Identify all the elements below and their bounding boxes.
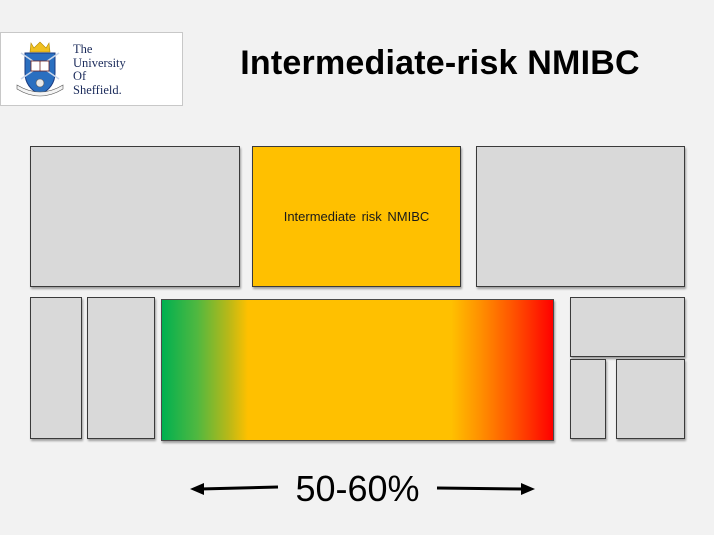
range-indicator: 50-60%: [190, 465, 535, 513]
university-name: The University Of Sheffield.: [73, 42, 126, 97]
logo-line-4: Sheffield.: [73, 82, 122, 97]
top-right-box: [476, 146, 685, 287]
bottom-left-narrow-box: [30, 297, 82, 439]
bottom-right-top-box: [570, 297, 685, 357]
logo-line-3: Of: [73, 69, 87, 83]
bottom-right-box: [616, 359, 685, 439]
risk-gradient-bar: [161, 299, 554, 441]
bottom-left-box: [87, 297, 155, 439]
top-left-box: [30, 146, 240, 287]
logo-line-2: University: [73, 55, 126, 70]
arrow-right-icon: [435, 481, 535, 497]
bottom-right-narrow-box: [570, 359, 606, 439]
university-crest-icon: [16, 41, 64, 97]
slide-title: Intermediate-risk NMIBC: [240, 44, 640, 82]
range-label: 50-60%: [295, 468, 420, 509]
university-logo: The University Of Sheffield.: [0, 32, 183, 106]
intermediate-risk-label: Intermediate risk NMIBC: [283, 209, 430, 224]
arrow-left-icon: [190, 481, 280, 497]
intermediate-risk-box: Intermediate risk NMIBC: [252, 146, 461, 287]
logo-line-1: The: [73, 42, 93, 56]
